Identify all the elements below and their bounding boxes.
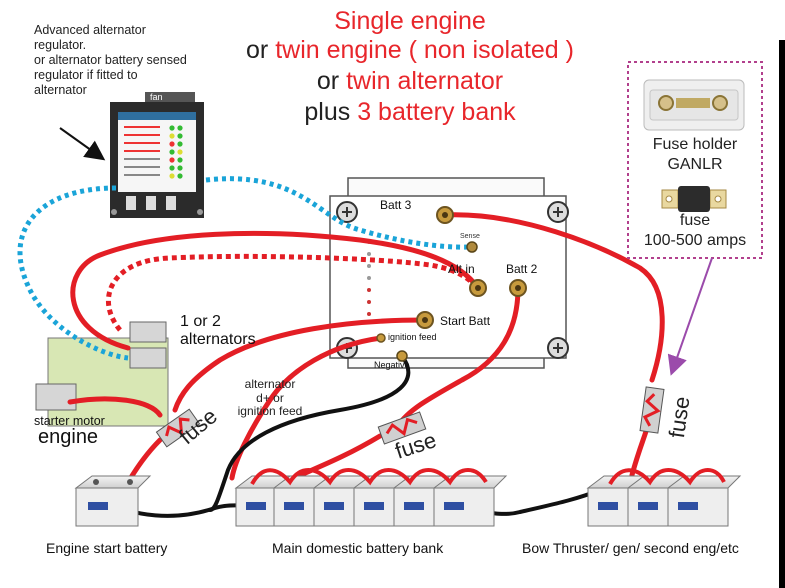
fuse-rating-line-1: fuse (679, 212, 711, 229)
regulator-fan (145, 92, 195, 104)
battery-engine-start (74, 475, 152, 527)
alt-in-label: Alt in (448, 262, 475, 276)
negative-wire (208, 354, 411, 512)
fuse-panel-pointer-arrow (667, 257, 713, 376)
sense-wire-to-alternator (17, 185, 129, 361)
terminal-sense (466, 241, 478, 253)
negative-label: Negative (374, 360, 410, 370)
mounting-bolt (336, 201, 358, 223)
engine-label: engine (38, 426, 99, 448)
batt3-label: Batt 3 (380, 198, 412, 212)
batt2-label: Batt 2 (506, 262, 538, 276)
terminal-negative (396, 350, 408, 362)
battery-cell (432, 475, 508, 527)
terminal-start-batt (416, 311, 434, 329)
sense-wire-to-isolator (205, 176, 471, 250)
alternator-note: alternator d+ or ignition feed (237, 377, 303, 418)
ignition-feed-label: ignition feed (388, 332, 437, 342)
starter-motor-label: starter motor (34, 414, 105, 428)
battery-cell (666, 475, 742, 527)
page-edge-rule (779, 40, 785, 588)
terminal-batt2 (509, 279, 527, 297)
terminal-ignition-feed (376, 333, 386, 343)
fuse-center (377, 411, 427, 445)
engine-start-battery-caption: Engine start battery (46, 540, 168, 556)
engine-block (35, 321, 169, 427)
mounting-bolt (547, 337, 569, 359)
domestic-bank-caption: Main domestic battery bank (272, 540, 444, 556)
sense-label: Sense (460, 233, 480, 240)
title-line-1: Single engine (334, 7, 486, 35)
regulator-leds (169, 125, 183, 179)
starter-motor (35, 383, 77, 411)
title-line-2: or twin engine ( non isolated ) (246, 36, 574, 64)
regulator-note: Advanced alternator regulator. or altern… (34, 23, 187, 97)
positive-cables (67, 212, 665, 489)
battery-domestic-bank (234, 468, 508, 527)
anl-fuse-icon (661, 186, 727, 212)
sense-wires (17, 176, 471, 361)
regulator-fan-label: fan (150, 92, 163, 102)
mounting-bolt (547, 201, 569, 223)
fuse-left (155, 408, 201, 448)
battery-bow-bank (586, 468, 742, 527)
fuse-rating-line-2: 100-500 amps (643, 232, 747, 249)
start-batt-label: Start Batt (440, 314, 491, 328)
terminal-alt-in (469, 279, 487, 297)
bow-link-cables (608, 468, 726, 486)
alternators-label: 1 or 2 alternators (180, 313, 256, 348)
title-line-4: plus 3 battery bank (304, 98, 516, 126)
batt2-cable (395, 285, 521, 429)
fuse-holder-line-1: Fuse holder (652, 136, 738, 153)
fuse-right (639, 386, 665, 434)
regulator-device (110, 92, 204, 218)
fuse-holder-line-2: GANLR (667, 156, 723, 173)
starter-feed-cable (67, 396, 163, 418)
fuse-panel-border (627, 61, 763, 259)
batt3-cable (442, 212, 665, 383)
alternator-1 (129, 321, 167, 343)
bow-thruster-caption: Bow Thruster/ gen/ second eng/etc (522, 540, 739, 556)
fuse-holder-icon (643, 79, 745, 131)
domestic-link-cables (250, 468, 488, 486)
alternator-output-cable (70, 230, 481, 351)
terminal-batt3 (436, 206, 454, 224)
alternator-2 (129, 347, 167, 369)
start-batt-cable (172, 317, 428, 413)
title-line-3: or twin alternator (316, 67, 504, 95)
ignition-feed-wire (229, 335, 384, 481)
regulator-pointer-arrow (59, 127, 106, 161)
